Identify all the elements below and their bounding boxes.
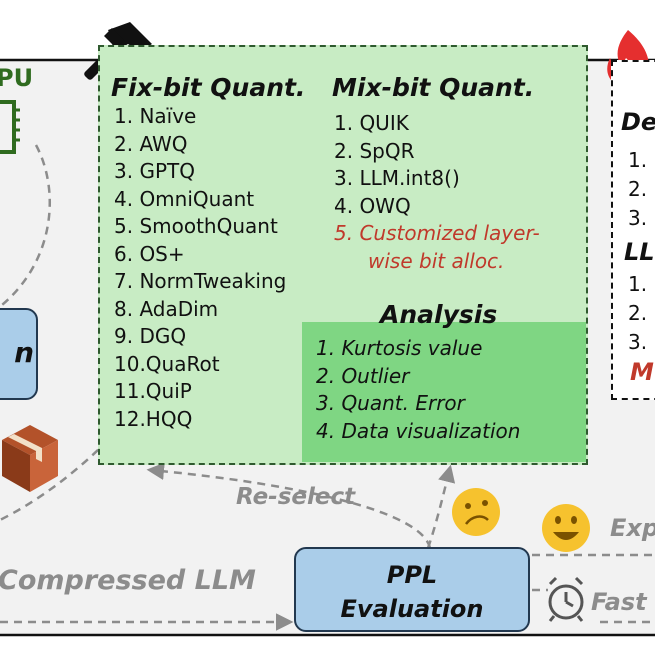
list-item: 9. DGQ <box>114 324 187 348</box>
right-list-2: 1. 2. 3. <box>628 270 647 357</box>
list-item: 3. <box>628 206 648 230</box>
gpu-to-box-arrow <box>1 144 52 306</box>
right-heading-2: LL <box>624 238 655 266</box>
right-panel-box <box>611 60 655 400</box>
right-list-1: 1. 2. 3. <box>628 146 647 233</box>
customized-bit-alloc-line1: 5. Customized layer- <box>334 221 540 245</box>
mix-bit-list: 1. QUIK 2. SpQR 3. LLM.int8() 4. OWQ 5. … <box>334 110 540 275</box>
list-item: 3. <box>628 330 648 354</box>
list-item: 4. Data visualization <box>316 418 521 443</box>
list-item: 1. Kurtosis value <box>316 336 483 360</box>
fix-bit-list: 1. Naïve 2. AWQ 3. GPTQ 4. OmniQuant 5. … <box>114 103 286 433</box>
analysis-box <box>302 322 586 462</box>
list-item: 4. OWQ <box>334 193 411 218</box>
happy-face-icon <box>542 504 590 552</box>
alarm-clock-icon <box>548 576 584 622</box>
gpu-label: PU <box>0 64 34 92</box>
eval-line-1: PPL <box>386 561 438 589</box>
reselect-label: Re-select <box>236 484 356 510</box>
list-item: 10.QuaRot <box>114 351 220 376</box>
list-item: 1. Naïve <box>114 104 197 128</box>
list-item: 3. GPTQ <box>114 159 195 183</box>
analysis-list: 1. Kurtosis value 2. Outlier 3. Quant. E… <box>316 335 520 445</box>
list-item: 4. OmniQuant <box>114 186 255 211</box>
list-item: 2. SpQR <box>334 138 415 163</box>
sad-face-icon <box>452 488 500 536</box>
list-item: 3. LLM.int8() <box>334 166 460 190</box>
list-item: 6. OS+ <box>114 241 185 266</box>
list-item: 2. Outlier <box>316 363 410 388</box>
list-item: 8. AdaDim <box>114 296 219 321</box>
list-item: 1. <box>628 148 648 172</box>
list-item: 3. Quant. Error <box>316 391 465 415</box>
gpu-chip-icon <box>0 100 20 154</box>
list-item: 7. NormTweaking <box>114 269 287 293</box>
list-item: 2. AWQ <box>114 131 188 156</box>
list-item: 5. SmoothQuant <box>114 214 278 238</box>
list-item: 12.HQQ <box>114 406 193 431</box>
compressed-llm-label: Compressed LLM <box>0 565 256 596</box>
list-item: 1. QUIK <box>334 111 409 135</box>
eval-to-quant-arrow <box>426 464 456 549</box>
left-box-text: n <box>14 336 34 369</box>
expected-label: Exp <box>610 514 655 542</box>
eval-line-2: Evaluation <box>340 595 484 623</box>
list-item: 2. <box>628 301 648 325</box>
ppl-evaluation-box: PPL Evaluation <box>294 547 530 632</box>
fast-label: Fast <box>591 588 647 616</box>
fix-bit-title: Fix-bit Quant. <box>111 73 306 102</box>
customized-bit-alloc-line2: wise bit alloc. <box>368 248 505 273</box>
analysis-title: Analysis <box>380 300 498 329</box>
list-item: 2. <box>628 177 648 201</box>
list-item: 1. <box>628 272 648 296</box>
left-method-box: n <box>0 308 38 400</box>
reselect-arrow <box>146 462 432 549</box>
package-box-icon <box>2 425 58 492</box>
list-item: 11.QuiP <box>114 379 192 403</box>
mix-bit-title: Mix-bit Quant. <box>332 73 535 102</box>
right-heading-1: De <box>621 108 655 136</box>
right-red-text: M <box>630 358 654 386</box>
